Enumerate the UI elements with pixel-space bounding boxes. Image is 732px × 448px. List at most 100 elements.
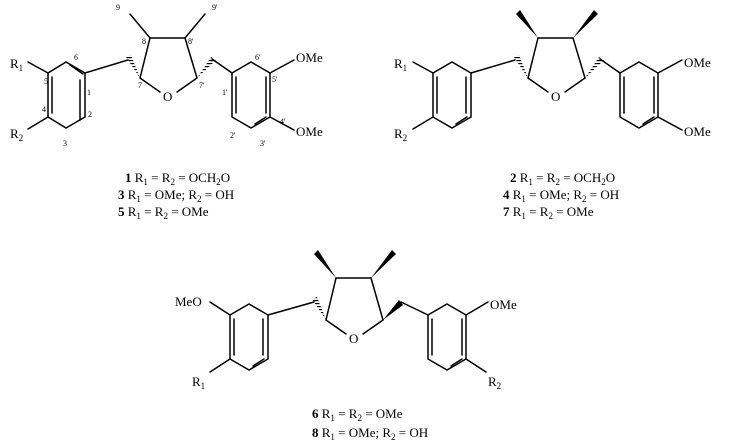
ring-double-bond bbox=[455, 116, 468, 125]
caption-compound-1: 1 R1 = R2 = OCH2O bbox=[125, 170, 230, 187]
r2-bond bbox=[27, 116, 49, 130]
num-6p: 6' bbox=[255, 53, 261, 62]
ring-double-bond bbox=[254, 116, 267, 125]
num-6: 6 bbox=[74, 53, 78, 62]
aryl-c7-bond bbox=[470, 59, 516, 74]
caption-compound-7: 7 R1 = R2 = OMe bbox=[503, 204, 594, 221]
ome-bond bbox=[465, 301, 489, 316]
ring-double-bond bbox=[252, 358, 265, 367]
ome-bond-bottom bbox=[657, 116, 683, 131]
num-7: 7 bbox=[138, 81, 142, 90]
structure-1-captions: 1 R1 = R2 = OCH2O 3 R1 = OMe; R2 = OH 5 … bbox=[118, 170, 234, 221]
c8-c7-bond bbox=[527, 37, 539, 79]
ome-bond-top bbox=[269, 59, 295, 74]
c8p-c7p-bond bbox=[572, 37, 586, 79]
c7p-aryl-bond bbox=[400, 301, 429, 316]
c9-methyl bbox=[129, 13, 151, 39]
r1-label: R1 bbox=[394, 56, 407, 73]
c8-c7-bond bbox=[325, 277, 337, 321]
r1-bond bbox=[27, 61, 49, 74]
r1-label: R1 bbox=[192, 374, 205, 391]
caption-compound-3: 3 R1 = OMe; R2 = OH bbox=[118, 187, 234, 204]
o-c7p-bond bbox=[564, 77, 586, 93]
right-aryl-ring bbox=[211, 58, 295, 131]
num-1: 1 bbox=[87, 88, 91, 97]
ome-bond-top bbox=[657, 59, 683, 74]
wedge-methyl-right bbox=[573, 10, 598, 38]
r1-bond bbox=[209, 358, 231, 373]
thf-ring bbox=[126, 13, 216, 93]
aryl-c7-bond bbox=[267, 301, 315, 316]
caption-compound-2: 2 R1 = R2 = OCH2O bbox=[510, 170, 615, 187]
num-4p: 4' bbox=[280, 117, 286, 126]
c7-o-bond bbox=[527, 77, 549, 93]
r2-label: R2 bbox=[394, 126, 407, 143]
c8p-c7p-bond bbox=[184, 37, 198, 79]
num-8: 8 bbox=[142, 37, 146, 46]
wedge-methyl-right bbox=[371, 250, 396, 278]
oxygen-label: O bbox=[349, 331, 358, 346]
ome-bond-bottom bbox=[269, 116, 295, 131]
r2-bond bbox=[465, 358, 487, 373]
ring-double-bond bbox=[69, 64, 84, 75]
o-c7p-bond bbox=[362, 319, 384, 335]
num-2: 2 bbox=[88, 110, 92, 119]
ome-label-bottom: OMe bbox=[296, 124, 323, 139]
thf-ring bbox=[514, 10, 604, 93]
oxygen-label: O bbox=[163, 89, 172, 104]
num-9p: 9' bbox=[212, 3, 218, 12]
c8-c7-bond bbox=[139, 37, 151, 79]
num-5: 5 bbox=[44, 77, 48, 86]
o-c7p-bond bbox=[176, 77, 198, 93]
ome-label: OMe bbox=[490, 297, 517, 312]
caption-compound-4: 4 R1 = OMe; R2 = OH bbox=[503, 187, 619, 204]
hashed-bond-c7 bbox=[312, 297, 326, 320]
c7-o-bond bbox=[139, 77, 161, 93]
hashed-bond-c7 bbox=[126, 55, 140, 78]
c7p-aryl-bond bbox=[599, 58, 621, 74]
ring-double-bond bbox=[642, 116, 655, 125]
r2-bond bbox=[412, 116, 434, 130]
structure-3-captions: 6 R1 = R2 = OMe 8 R1 = OMe; R2 = OH bbox=[312, 406, 428, 442]
num-8p: 8' bbox=[188, 37, 194, 46]
hashed-bond-c7 bbox=[514, 55, 528, 78]
wedge-bond-c7p bbox=[383, 300, 403, 320]
ome-label-bottom: OMe bbox=[684, 124, 711, 139]
ring-double-bond bbox=[450, 358, 463, 367]
hashed-bond-c7p bbox=[585, 57, 604, 78]
left-aryl-ring bbox=[412, 59, 516, 130]
caption-compound-6: 6 R1 = R2 = OMe bbox=[312, 406, 403, 423]
structure-2-molecule: R1 R2 O OMe OMe bbox=[394, 10, 711, 143]
structure-1-molecule: R1 R2 O OMe OMe 5 4 3 2 1 6 7 8 9 8' 9' … bbox=[10, 3, 323, 148]
c8p-c7p-bond bbox=[370, 277, 384, 321]
num-2p: 2' bbox=[230, 131, 236, 140]
left-aryl-ring bbox=[27, 59, 129, 130]
c9p-methyl bbox=[184, 13, 206, 39]
c7p-c1p-bond bbox=[211, 58, 233, 74]
meo-label: MeO bbox=[175, 294, 202, 309]
num-9: 9 bbox=[116, 3, 120, 12]
right-aryl-ring bbox=[400, 301, 489, 373]
wedge-methyl-left bbox=[314, 250, 336, 278]
thf-ring bbox=[312, 250, 403, 335]
num-5p: 5' bbox=[272, 75, 278, 84]
num-3: 3 bbox=[63, 139, 67, 148]
c7-o-bond bbox=[325, 319, 347, 335]
caption-compound-8: 8 R1 = OMe; R2 = OH bbox=[312, 425, 428, 442]
num-1p: 1' bbox=[222, 88, 228, 97]
c1-c7-bond bbox=[84, 59, 129, 74]
ome-label-top: OMe bbox=[296, 50, 323, 65]
ome-label-top: OMe bbox=[684, 55, 711, 70]
structure-3-molecule: MeO R1 O OMe R2 bbox=[175, 250, 517, 391]
structure-2-captions: 2 R1 = R2 = OCH2O 4 R1 = OMe; R2 = OH 7 … bbox=[503, 170, 619, 221]
oxygen-label: O bbox=[551, 89, 560, 104]
caption-compound-5: 5 R1 = R2 = OMe bbox=[118, 204, 209, 221]
num-7p: 7' bbox=[199, 81, 205, 90]
wedge-methyl-left bbox=[516, 10, 538, 38]
num-3p: 3' bbox=[260, 139, 266, 148]
r1-label: R1 bbox=[10, 56, 23, 73]
meo-bond bbox=[209, 301, 231, 316]
num-4: 4 bbox=[42, 105, 46, 114]
left-aryl-ring bbox=[209, 301, 315, 373]
